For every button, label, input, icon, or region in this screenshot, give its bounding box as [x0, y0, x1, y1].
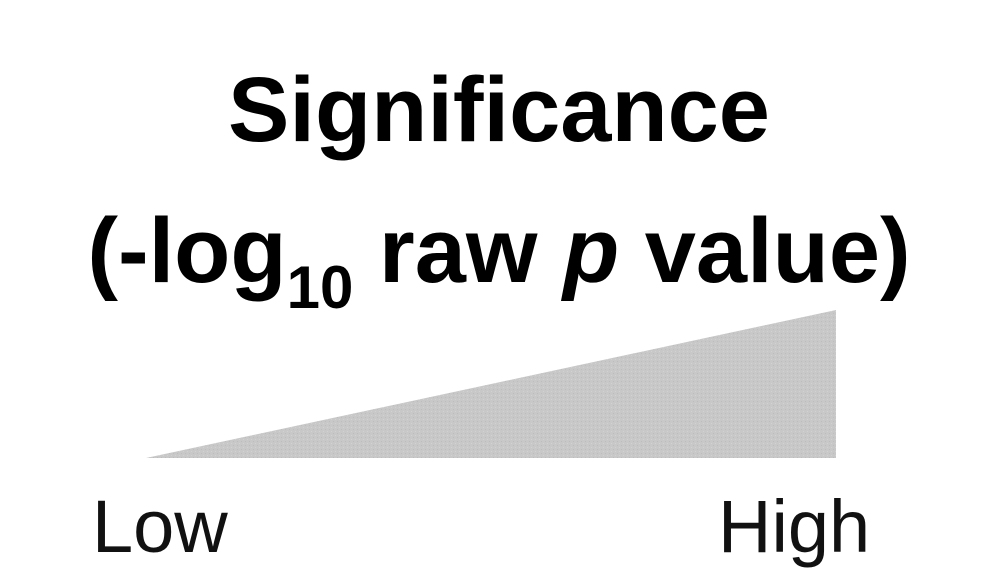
title-suffix: value)	[619, 200, 911, 302]
legend-title: Significance	[0, 64, 998, 156]
title-italic-p: p	[562, 200, 620, 302]
title-prefix: (-log	[87, 200, 287, 302]
wedge-shape	[146, 310, 836, 458]
title-middle: raw	[353, 200, 563, 302]
low-label: Low	[92, 485, 228, 568]
legend-title-formula: (-log10 raw p value)	[0, 205, 998, 318]
title-line-1: Significance	[228, 59, 770, 161]
high-label: High	[718, 485, 871, 568]
title-subscript: 10	[286, 254, 354, 321]
